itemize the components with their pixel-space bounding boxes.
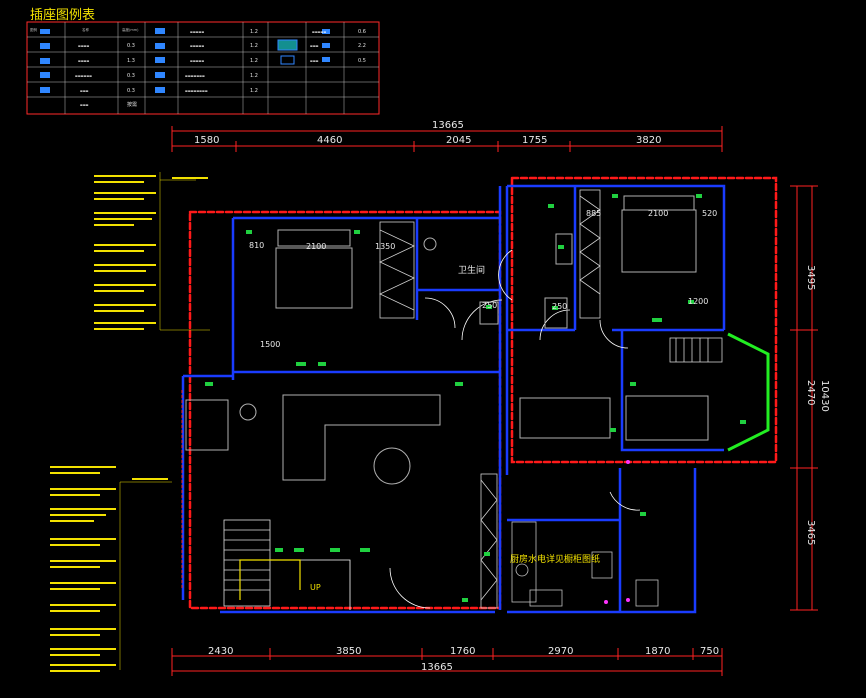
room-dim: 1500 <box>260 340 280 349</box>
legend-height: 1.2 <box>250 29 258 35</box>
room-dim: 885 <box>586 209 601 218</box>
room-dim: 250 <box>552 302 567 311</box>
legend-height: 2.2 <box>358 43 366 49</box>
dim-bottom: 2430 <box>208 646 233 657</box>
room-dim: 1200 <box>688 297 708 306</box>
staircase <box>223 519 351 610</box>
room-dim: 810 <box>249 241 264 250</box>
room-dim: 250 <box>482 301 497 310</box>
legend-header: 名称 <box>82 27 89 32</box>
room-dim: 2100 <box>648 209 668 218</box>
svg-text:▬▬▬▬▬▬: ▬▬▬▬▬▬ <box>75 74 92 78</box>
dim-right-total: 10430 <box>819 380 830 412</box>
dim-right: 3495 <box>805 265 816 290</box>
socket-magenta <box>604 460 630 604</box>
dim-bottom: 1760 <box>450 646 475 657</box>
dim-top: 1580 <box>194 135 219 146</box>
svg-text:▬▬▬▬▬▬▬▬: ▬▬▬▬▬▬▬▬ <box>185 89 208 93</box>
bottom-dimension-chain <box>171 648 723 676</box>
legend-height: 按需 <box>127 101 137 108</box>
legend-height: 0.5 <box>358 58 366 64</box>
dim-bottom-total: 13665 <box>421 662 453 673</box>
legend-height: 1.3 <box>127 58 135 64</box>
svg-text:▬▬▬▬▬: ▬▬▬▬▬ <box>312 30 326 34</box>
svg-text:▬▬▬: ▬▬▬ <box>310 44 319 48</box>
room-dim: 520 <box>702 209 717 218</box>
legend-height: 1.2 <box>250 73 258 79</box>
annotation-notes-left-lower <box>50 466 172 672</box>
legend-height: 0.3 <box>127 73 135 79</box>
dim-bottom: 750 <box>700 646 719 657</box>
top-dimension-chain <box>171 126 723 152</box>
stair-label: UP <box>310 583 321 592</box>
furniture <box>185 195 709 485</box>
dim-bottom: 1870 <box>645 646 670 657</box>
socket-legend-table: 图例 名称 高度(mm) 0.3 1.3 0.3 0.3 按需 1.2 1.2 … <box>26 21 380 115</box>
dim-top: 4460 <box>317 135 342 146</box>
kitchen <box>511 521 659 607</box>
legend-header: 图例 <box>30 27 37 32</box>
right-dimension-chain <box>790 185 818 611</box>
legend-height: 0.3 <box>127 88 135 94</box>
bay-window <box>727 332 770 452</box>
svg-text:▬▬▬: ▬▬▬ <box>310 59 319 63</box>
svg-text:▬▬▬: ▬▬▬ <box>80 103 89 107</box>
dim-right: 3465 <box>805 520 816 545</box>
bathroom-label: 卫生间 <box>458 264 485 276</box>
walls <box>181 184 726 614</box>
legend-height: 1.2 <box>250 88 258 94</box>
legend-title: 插座图例表 <box>30 8 96 23</box>
wardrobe <box>379 189 723 609</box>
doors <box>389 249 641 609</box>
svg-text:▬▬▬: ▬▬▬ <box>80 89 89 93</box>
legend-height: 0.6 <box>358 29 366 35</box>
svg-text:▬▬▬▬: ▬▬▬▬ <box>78 59 90 63</box>
annotation-notes-left-upper <box>94 172 210 331</box>
svg-text:▬▬▬▬▬: ▬▬▬▬▬ <box>190 30 204 34</box>
room-dim: 2100 <box>306 242 326 251</box>
dim-bottom: 2970 <box>548 646 573 657</box>
dim-right: 2470 <box>805 380 816 405</box>
kitchen-note: 厨房水电详见橱柜图纸 <box>510 553 600 565</box>
dim-top-total: 13665 <box>432 120 464 131</box>
dim-top: 1755 <box>522 135 547 146</box>
svg-text:▬▬▬▬▬▬▬: ▬▬▬▬▬▬▬ <box>185 74 205 78</box>
svg-text:▬▬▬▬▬: ▬▬▬▬▬ <box>190 59 204 63</box>
room-dim: 1350 <box>375 242 395 251</box>
legend-height: 1.2 <box>250 58 258 64</box>
legend-height: 1.2 <box>250 43 258 49</box>
dim-top: 3820 <box>636 135 661 146</box>
dim-bottom: 3850 <box>336 646 361 657</box>
legend-header: 高度(mm) <box>122 27 139 32</box>
sockets <box>205 194 746 602</box>
dim-top: 2045 <box>446 135 471 146</box>
svg-text:▬▬▬▬: ▬▬▬▬ <box>78 44 90 48</box>
svg-text:▬▬▬▬▬: ▬▬▬▬▬ <box>190 44 204 48</box>
legend-height: 0.3 <box>127 43 135 49</box>
